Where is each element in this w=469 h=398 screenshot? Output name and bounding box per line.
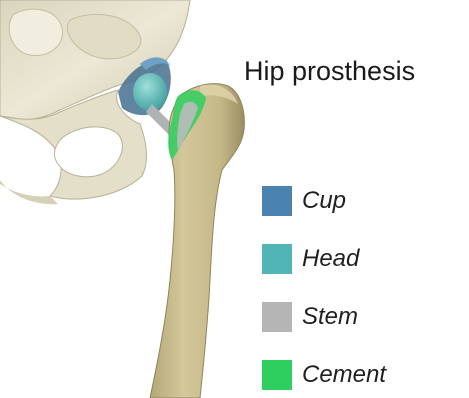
legend-item-stem: Stem: [262, 288, 462, 346]
legend-item-cement: Cement: [262, 346, 462, 398]
legend-item-head: Head: [262, 230, 462, 288]
legend-label: Stem: [302, 303, 358, 331]
diagram-title: Hip prosthesis: [244, 56, 469, 87]
prosthesis-head: [133, 73, 167, 111]
pelvis-edge: [0, 180, 58, 204]
pelvis-detail: [9, 9, 62, 55]
legend-swatch-cup: [262, 186, 292, 216]
legend-item-cup: Cup: [262, 172, 462, 230]
legend-label: Cup: [302, 187, 346, 215]
femur-bone: [150, 84, 244, 398]
legend-label: Cement: [302, 361, 386, 389]
legend-swatch-head: [262, 244, 292, 274]
legend-swatch-stem: [262, 302, 292, 332]
legend-label: Head: [302, 245, 359, 273]
legend-swatch-cement: [262, 360, 292, 390]
legend: Cup Head Stem Cement: [262, 172, 462, 398]
